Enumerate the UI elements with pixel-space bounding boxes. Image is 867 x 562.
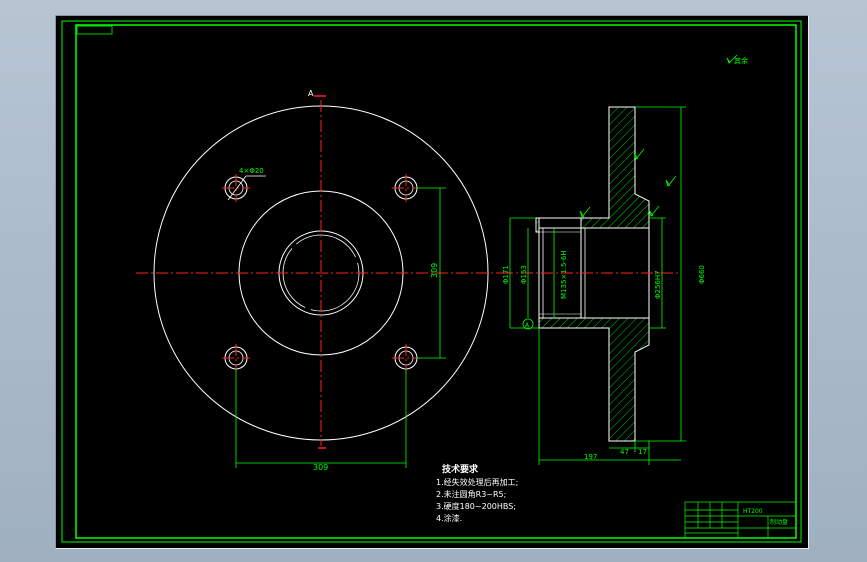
datum-label: A xyxy=(525,322,530,329)
dim-bolt-height-label: 309 xyxy=(430,263,439,278)
dim-depth-47: 47 xyxy=(620,448,629,456)
tech-req-item: 3.硬度180~200HBS; xyxy=(436,501,516,511)
roughness-note: 其余 xyxy=(734,56,748,65)
dim-thread: M135×1.5-6H xyxy=(560,250,568,299)
dim-depth-17: 17 xyxy=(638,448,647,456)
hole-spec-label: 4×Φ20 xyxy=(239,167,264,175)
title-material: HT200 xyxy=(743,508,763,515)
front-view: A 4×Φ20 309 309 xyxy=(136,89,508,472)
corner-tab xyxy=(76,25,113,35)
title-block xyxy=(684,501,797,539)
roughness-marks xyxy=(579,54,738,218)
hole-leader xyxy=(227,175,247,201)
cad-viewport[interactable]: A 4×Φ20 309 309 xyxy=(55,15,809,549)
dim-depth-total: 197 xyxy=(584,453,597,461)
dim-hub: Φ256H7 xyxy=(654,270,662,299)
dim-flange: Φ660 xyxy=(698,265,706,284)
section-upper xyxy=(535,106,650,233)
dim-bolt-width-label: 309 xyxy=(313,463,328,472)
tech-req-item: 4.涂漆. xyxy=(436,513,462,523)
dim-bolt-width xyxy=(235,369,407,468)
drawing-canvas: A 4×Φ20 309 309 xyxy=(61,20,802,543)
section-lower xyxy=(538,317,650,442)
tech-req-title: 技术要求 xyxy=(442,463,479,475)
dim-bore-mid: Φ153 xyxy=(520,265,528,284)
dim-bolt-height xyxy=(416,187,446,359)
section-mark-a: A xyxy=(308,89,314,98)
datum-circle xyxy=(522,318,534,330)
outer-frame xyxy=(61,20,802,543)
tech-requirements: 技术要求 1.经失效处理后再加工; 2.未注圆角R3~R5; 3.硬度180~2… xyxy=(436,463,518,523)
inner-frame xyxy=(75,24,797,539)
title-part-name: 制动盘 xyxy=(770,518,788,526)
section-dims xyxy=(509,106,686,465)
tech-req-item: 2.未注圆角R3~R5; xyxy=(436,489,506,499)
dim-bore-left: Φ171 xyxy=(502,265,510,284)
centerlines xyxy=(136,100,508,446)
section-view: 其余 A Φ171 Φ153 M135×1.5-6H Φ256H7 Φ660 1… xyxy=(501,54,748,465)
tech-req-item: 1.经失效处理后再加工; xyxy=(436,477,518,487)
